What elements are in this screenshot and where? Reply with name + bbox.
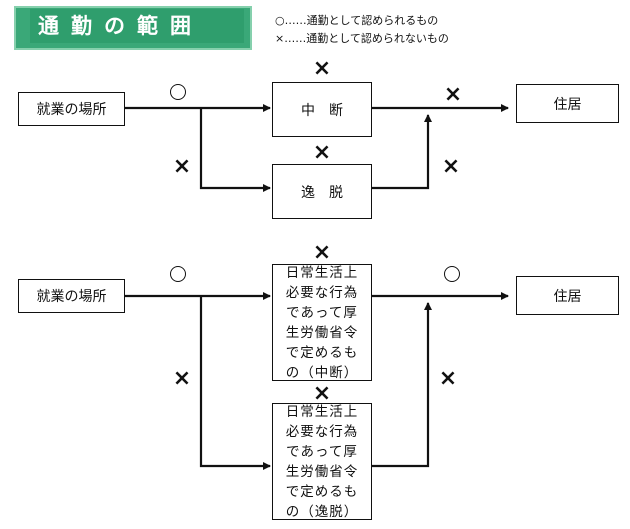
top-residence-label: 住居: [553, 96, 582, 113]
bottom-cross-work-to-deviation: ×: [172, 366, 192, 391]
bottom-cross-above-deviation: ×: [312, 381, 332, 406]
top-deviation-box: 逸脱: [272, 164, 372, 219]
edge-bottom-work-to-deviation: [199, 296, 271, 470]
top-cross-above-suspension: ×: [312, 56, 332, 81]
bottom-cross-above-suspension: ×: [312, 240, 332, 265]
top-deviation-label: 逸脱: [301, 184, 357, 201]
title-banner: 通勤の範囲: [14, 6, 252, 50]
top-cross-above-deviation: ×: [312, 140, 332, 165]
bottom-deviation-box: 日常生活上 必要な行為 であって厚 生労働省令 で定めるも の（逸脱）: [272, 403, 372, 520]
top-circle-work-to-suspension: [170, 84, 186, 100]
bottom-residence-box: 住居: [516, 276, 619, 315]
bottom-circle-work-to-suspension: [170, 266, 186, 282]
legend-not-allowed: ×……通勤として認められないもの: [275, 32, 449, 45]
edge-top-deviation-to-main: [372, 114, 432, 190]
top-cross-deviation-return: ×: [441, 154, 461, 179]
bottom-cross-deviation-return: ×: [438, 366, 458, 391]
bottom-workplace-label: 就業の場所: [36, 289, 107, 305]
diagram-title: 通勤の範囲: [30, 9, 244, 43]
top-residence-box: 住居: [516, 84, 619, 123]
bottom-circle-suspension-to-residence: [444, 266, 460, 282]
bottom-suspension-box: 日常生活上 必要な行為 であって厚 生労働省令 で定めるも の（中断）: [272, 264, 372, 381]
bottom-residence-label: 住居: [553, 288, 582, 305]
top-workplace-label: 就業の場所: [36, 102, 107, 118]
top-suspension-box: 中断: [272, 82, 372, 137]
bottom-suspension-label: 日常生活上 必要な行為 であって厚 生労働省令 で定めるも の（中断）: [285, 264, 359, 381]
top-cross-work-to-deviation: ×: [172, 154, 192, 179]
bottom-deviation-label: 日常生活上 必要な行為 であって厚 生労働省令 で定めるも の（逸脱）: [285, 403, 359, 520]
legend-allowed: ○……通勤として認められるもの: [275, 14, 439, 27]
edge-top-work-to-deviation: [199, 108, 271, 192]
top-workplace-box: 就業の場所: [18, 92, 125, 126]
top-suspension-label: 中断: [301, 102, 357, 119]
bottom-workplace-box: 就業の場所: [18, 279, 125, 313]
top-cross-suspension-to-residence: ×: [443, 82, 463, 107]
edge-bottom-deviation-to-main: [372, 302, 432, 468]
